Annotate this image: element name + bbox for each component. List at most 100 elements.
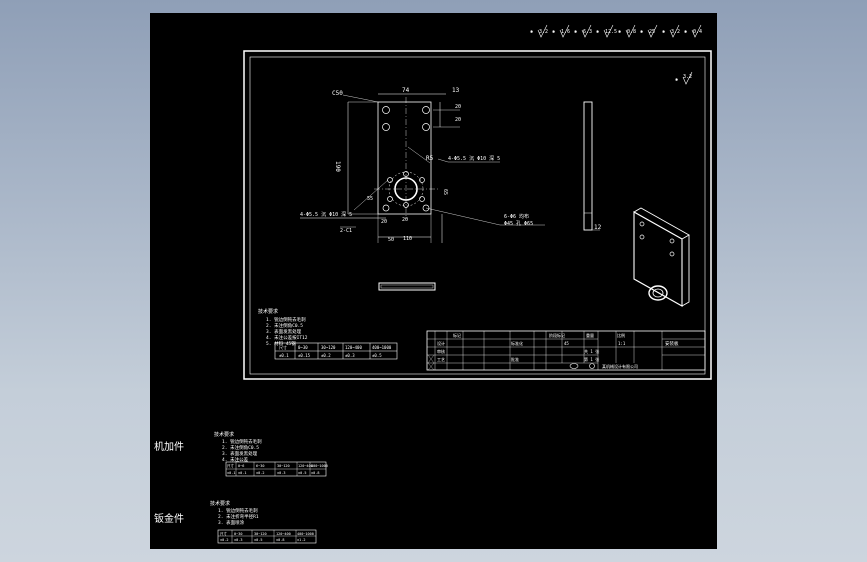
- sheet-metal-item: 1. 锐边倒钝去毛刺: [218, 507, 258, 514]
- machined-label: 机加件: [154, 440, 184, 453]
- tol-header: 0~30: [298, 345, 308, 350]
- sheet-metal-value: ±0.5: [254, 538, 262, 542]
- tol-value: ±0.5: [372, 353, 382, 358]
- tol-value: ±0.15: [298, 353, 311, 358]
- tech-requirements: 技术要求 1. 锐边倒钝去毛刺 2. 未注倒角C0.5 3. 表面发黑处理 4.…: [258, 308, 308, 347]
- tol-header: 30~120: [321, 345, 336, 350]
- machined-header: 6~30: [256, 464, 264, 468]
- hole: [382, 106, 390, 114]
- sheet-metal-value: ±0.3: [234, 538, 242, 542]
- sheet-metal-item: 2. 未注折弯半径R1: [218, 513, 259, 520]
- sheet-metal-value: ±0.2: [220, 538, 228, 542]
- tb-cell: 标准化: [511, 340, 523, 346]
- dim-r5: R5: [426, 155, 434, 162]
- tb-cell: 比例: [617, 332, 625, 338]
- machined-value: ±0.1: [227, 471, 235, 475]
- tech-req-heading: 技术要求: [258, 308, 278, 315]
- machined-header: 400~1000: [311, 464, 328, 468]
- machined-header: 120~400: [298, 464, 313, 468]
- roughness-icon: ✱: [662, 29, 665, 35]
- tol-value: ±0.2: [321, 353, 331, 358]
- dim-20b: 20: [455, 117, 461, 123]
- tb-cell: 阶段标记: [549, 332, 565, 338]
- sheet-roughness-mark: ✱ 3.2: [675, 71, 693, 85]
- machined-header: 0~6: [238, 464, 244, 468]
- hole-note-bottom-2: Φ45 孔 Φ65: [504, 220, 533, 227]
- tb-cell: 审核: [437, 348, 445, 354]
- projection-symbol-icon: [589, 363, 595, 369]
- roughness-symbol-row: ✱ 3.2 ✱ 1.6 ✱ 6.3 ✱ 12.5 ✱ 0.8 ✱ 25: [530, 24, 702, 38]
- roughness-value: 12.5: [605, 29, 617, 35]
- tol-value: ±0.3: [345, 353, 355, 358]
- tb-part-name: 安装板: [665, 340, 679, 347]
- dim-110: 110: [403, 236, 412, 242]
- hole: [382, 123, 390, 131]
- machined-value: ±0.3: [277, 471, 285, 475]
- dim-20: 20: [455, 104, 461, 110]
- drawing-viewport[interactable]: ✱ 3.2 ✱ 1.6 ✱ 6.3 ✱ 12.5 ✱ 0.8 ✱ 25: [150, 13, 717, 549]
- tolerance-table: 尺寸 0~30 30~120 120~400 400~1000 ±0.1 ±0.…: [274, 342, 398, 360]
- dim-20c: 20: [381, 219, 387, 225]
- sheet-metal-block: 钣金件 技术要求 1. 锐边倒钝去毛刺 2. 未注折弯半径R1 3. 表面喷涂 …: [154, 500, 317, 544]
- title-block: 标记 设计 标准化 阶段标记 重量 比例 审核 工艺 批准 共 1 张 第 1 …: [426, 330, 706, 371]
- hole: [422, 106, 430, 114]
- machined-header: 尺寸: [227, 463, 234, 468]
- tb-material: 45: [564, 341, 569, 346]
- tech-req-item: 1. 锐边倒钝去毛刺: [266, 316, 306, 323]
- sheet-metal-header: 120~400: [276, 532, 291, 536]
- projection-symbol-icon: [569, 363, 579, 369]
- side-view: 12: [583, 101, 602, 231]
- cad-drawing-canvas[interactable]: ✱ 3.2 ✱ 1.6 ✱ 6.3 ✱ 12.5 ✱ 0.8 ✱ 25: [150, 13, 717, 549]
- tol-header: 120~400: [345, 345, 362, 350]
- sheet-metal-label: 钣金件: [154, 512, 184, 525]
- tech-req-item: 4. 未注公差按IT12: [266, 334, 308, 341]
- dim-20d: 20: [402, 217, 408, 223]
- roughness-icon: ✱: [596, 29, 599, 35]
- tb-cell: 工艺: [437, 357, 445, 362]
- dim-74: 74: [402, 87, 410, 94]
- tb-company: 某机械设计有限公司: [602, 363, 638, 369]
- hole-note-bottom: 6-Φ6 均布: [504, 213, 529, 220]
- machined-value: ±0.5: [298, 471, 306, 475]
- machined-item: 2. 未注倒角C0.5: [222, 444, 259, 451]
- roughness-icon: ✱: [675, 77, 678, 83]
- tech-req-item: 3. 表面发黑处理: [266, 328, 302, 335]
- machined-value: ±0.8: [311, 471, 319, 475]
- tol-value: ±0.1: [279, 353, 289, 358]
- dim-50: 50: [388, 237, 394, 243]
- roughness-icon: ✱: [574, 29, 577, 35]
- machined-header: 30~120: [277, 464, 290, 468]
- dim-190: 190: [334, 161, 341, 172]
- isometric-view: [633, 207, 690, 307]
- roughness-icon: ✱: [530, 29, 533, 35]
- machined-parts-block: 机加件 技术要求 1. 锐边倒钝去毛刺 2. 未注倒角C0.5 3. 表面发黑处…: [154, 431, 328, 477]
- dim-2c1: 2-C1: [340, 228, 352, 234]
- machined-item: 1. 锐边倒钝去毛刺: [222, 438, 262, 445]
- sheet-metal-item: 3. 表面喷涂: [218, 519, 245, 526]
- machined-value: ±0.1: [238, 471, 246, 475]
- machined-heading: 技术要求: [214, 431, 234, 438]
- machined-item: 4. 未注公差: [222, 456, 249, 463]
- sheet-metal-header: 30~120: [254, 532, 267, 536]
- sheet-metal-header: 尺寸: [220, 531, 227, 536]
- roughness-value: 3.2: [683, 74, 692, 80]
- machined-item: 3. 表面发黑处理: [222, 450, 258, 457]
- roughness-icon: ✱: [640, 29, 643, 35]
- roughness-icon: ✱: [552, 29, 555, 35]
- tb-cell: 重量: [586, 332, 594, 338]
- tb-cell: 批准: [511, 356, 519, 362]
- hole: [422, 123, 430, 131]
- tech-req-item: 5. 材料 45钢: [266, 340, 296, 347]
- front-view: 74 13 C50 20 20 190 R5 4-Φ5.5 沉 Φ10 深 5 …: [300, 87, 545, 243]
- tb-scale: 1:1: [618, 341, 626, 346]
- drawing-frame: [243, 50, 712, 380]
- roughness-value: 25: [649, 29, 655, 35]
- roughness-icon: ✱: [684, 29, 687, 35]
- sheet-metal-header: 0~30: [234, 532, 242, 536]
- top-view: [378, 282, 436, 291]
- sheet-metal-value: ±0.8: [276, 538, 284, 542]
- hole-note-left: 4-Φ5.5 沉 Φ10 深 5: [300, 211, 352, 218]
- dim-13: 13: [452, 87, 460, 94]
- plate-outline: [377, 101, 432, 215]
- tb-cell: 设计: [437, 340, 445, 346]
